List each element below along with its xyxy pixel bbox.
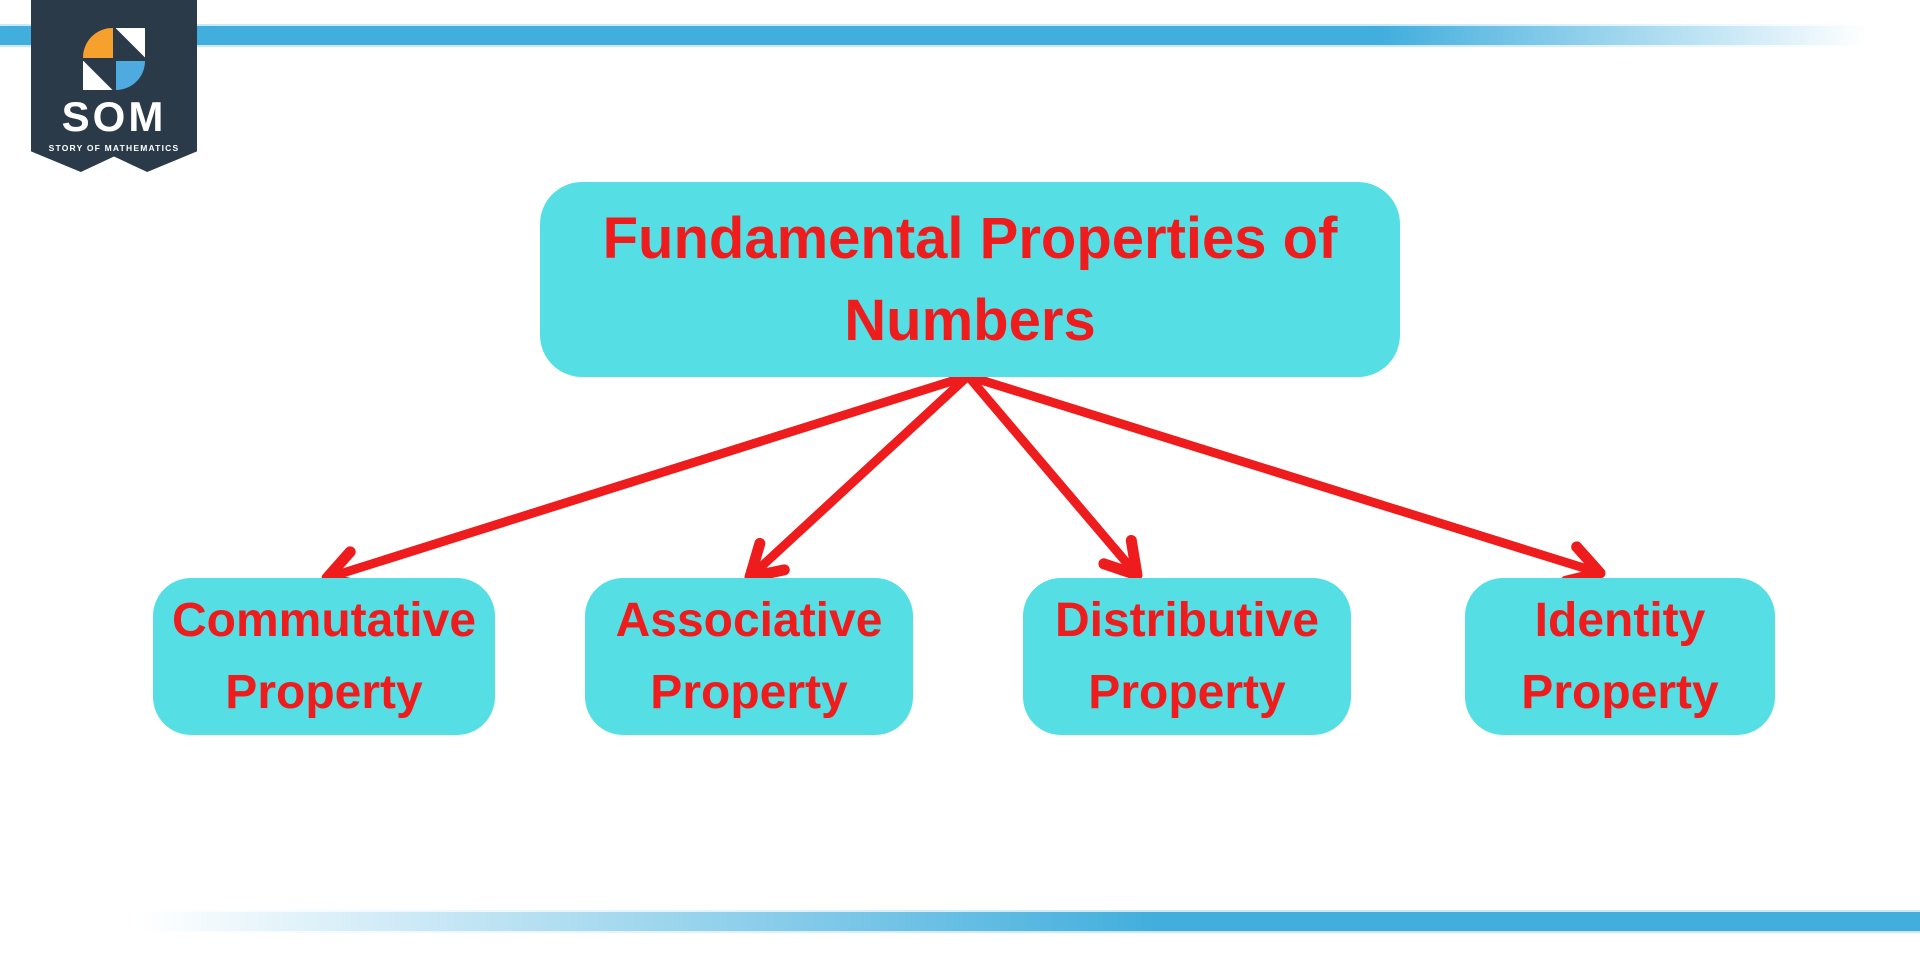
node-label: Associative Property (615, 593, 883, 719)
node-label: Identity Property (1521, 593, 1719, 719)
arrow-to-associative (744, 371, 973, 583)
arrow-to-identity (963, 371, 1606, 587)
pinwheel-white-triangle-icon (115, 28, 145, 58)
top-accent-bar (0, 24, 1920, 47)
diagram-node-identity-property: Identity Property (1465, 578, 1775, 735)
bottom-accent-bar (0, 910, 1920, 933)
diagram-node-associative-property: Associative Property (585, 578, 913, 735)
node-label: Commutative Property (171, 593, 477, 719)
logo-acronym: SOM (61, 93, 167, 140)
root-node-label: Fundamental Properties of Numbers (602, 206, 1338, 353)
pinwheel-orange-quarter-icon (83, 28, 113, 58)
pinwheel-white-triangle-icon (83, 60, 113, 90)
arrow-to-commutative (321, 371, 973, 592)
node-label: Distributive Property (1054, 593, 1320, 719)
diagram-node-distributive-property: Distributive Property (1023, 578, 1351, 735)
som-logo-badge: SOM STORY OF MATHEMATICS (31, 0, 197, 172)
pinwheel-logo-icon (83, 28, 145, 90)
arrow-to-distributive (963, 371, 1143, 581)
pinwheel-blue-quarter-icon (115, 60, 145, 90)
diagram-root-node: Fundamental Properties of Numbers (540, 182, 1400, 377)
diagram-node-commutative-property: Commutative Property (153, 578, 495, 735)
logo-tagline: STORY OF MATHEMATICS (48, 143, 180, 153)
